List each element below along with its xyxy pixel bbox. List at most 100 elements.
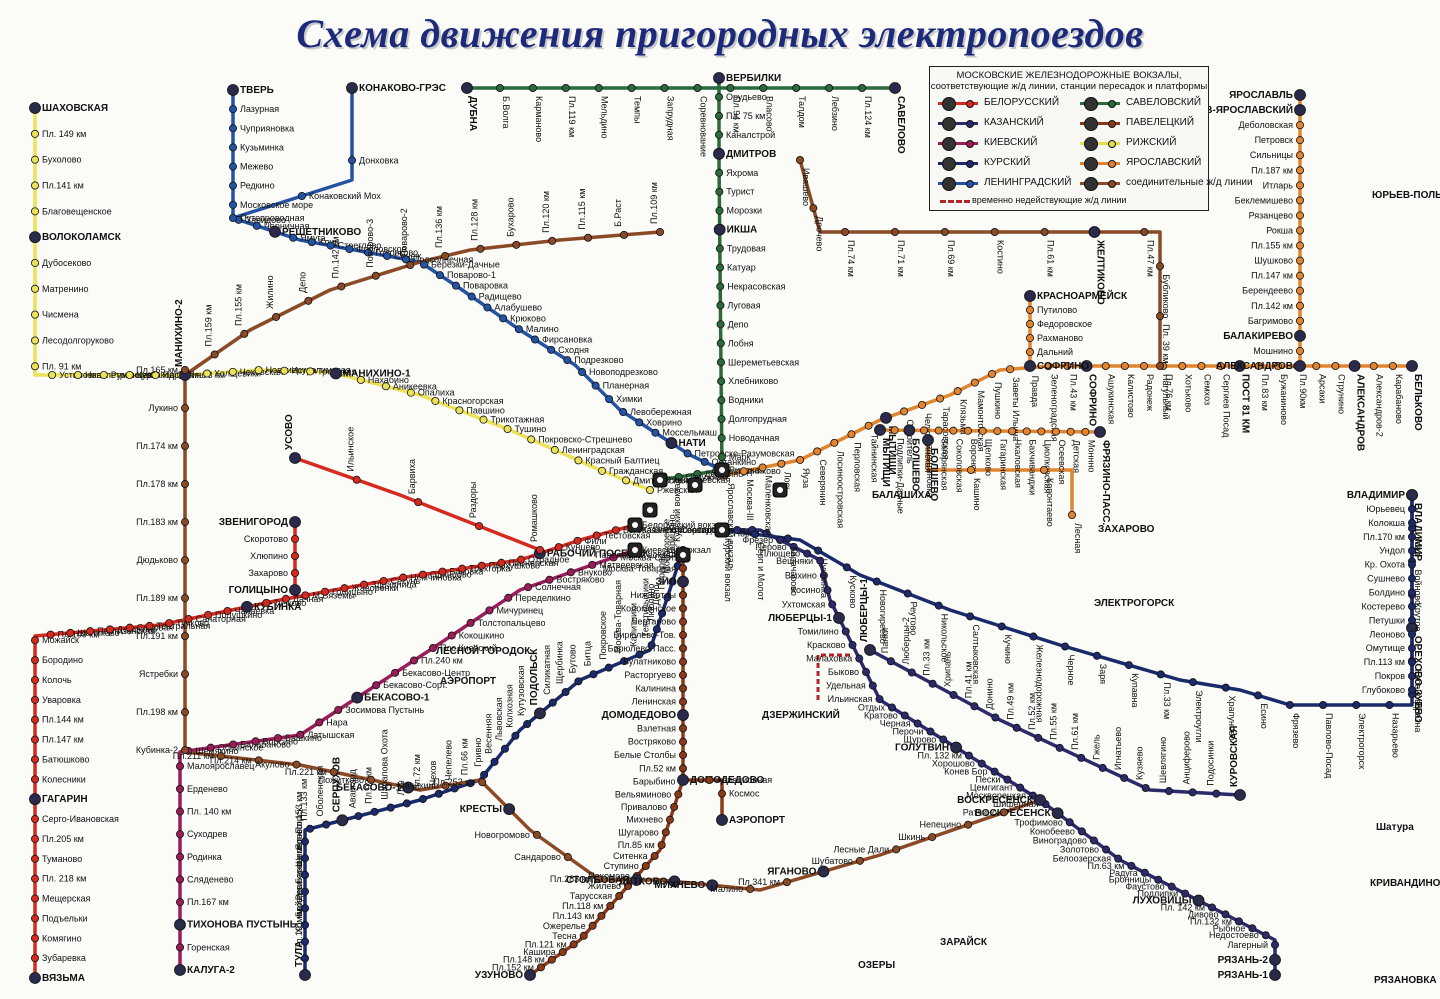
station-marker (400, 574, 407, 581)
station-marker (964, 821, 971, 828)
station-label: Сляденево (187, 874, 234, 884)
place-label: БАЛАШИХА (872, 490, 932, 501)
station-marker (904, 590, 911, 597)
station-marker (1295, 105, 1306, 116)
station-label: Поварово-1 (447, 270, 496, 280)
station-label: Пл.115 км (577, 189, 587, 230)
station-marker (524, 584, 531, 591)
station-label: ВОЛОКОЛАМСК (42, 232, 122, 243)
station-label: Пушкино (993, 382, 1003, 419)
station-label: Красный Балтиец (585, 455, 659, 465)
station-marker (1067, 428, 1074, 435)
station-label: Запрудная (666, 96, 676, 141)
station-marker (679, 765, 686, 772)
station-label: Москва-III (745, 479, 755, 520)
station-marker (1093, 652, 1100, 659)
station-label: Ерденево (187, 784, 228, 794)
station-label: ТВЕРЬ (240, 85, 274, 96)
station-label: Золотово (1060, 845, 1099, 855)
station-marker (1313, 362, 1320, 369)
station-marker (484, 304, 491, 311)
station-marker (574, 537, 581, 544)
station-marker (1408, 505, 1415, 512)
station-marker (567, 569, 574, 576)
station-marker (1296, 302, 1303, 309)
station-label: Химки (616, 394, 642, 404)
station-marker (181, 480, 188, 487)
station-label: Гривно (473, 738, 483, 767)
station-label: Б.Раст (613, 199, 623, 227)
station-label: Пл.211 км (173, 751, 214, 761)
station-label: Пл.214 км (210, 755, 252, 765)
terminal-hub-core (657, 477, 663, 483)
station-marker (856, 655, 863, 662)
station-marker (537, 964, 544, 971)
station-marker (1000, 809, 1007, 816)
station-label: Покровское (598, 611, 608, 660)
station-marker (893, 846, 900, 853)
station-marker (536, 546, 543, 553)
station-marker (478, 562, 485, 569)
station-label: Ратчино (963, 807, 997, 817)
station-marker (717, 359, 724, 366)
station-label: БЕЛЬКОВО (1412, 374, 1423, 431)
station-label: Московское море (240, 200, 313, 210)
station-marker (971, 703, 978, 710)
station-label: Бухарово (505, 198, 515, 237)
station-label: Лазурная (240, 104, 279, 114)
station-marker (323, 821, 330, 828)
station-label: Железнодорожная (1034, 645, 1044, 723)
station-marker (229, 106, 236, 113)
station-label: СОФРИНО (1037, 361, 1089, 372)
station-label: Яхрома (726, 168, 758, 178)
station-label: МИХНЕВО (654, 880, 705, 891)
station-label: Алабушево (494, 302, 542, 312)
station-label: Переделкино (515, 593, 570, 603)
station-label: Уваровка (42, 695, 81, 705)
station-label: Сушнево (1367, 574, 1405, 584)
station-label: Арсаки (1317, 374, 1327, 403)
station-label: АЛЕКСАНДРОВ (1355, 374, 1366, 451)
station-marker (1271, 941, 1278, 948)
station-label: Купавна (1130, 673, 1140, 707)
station-label: Пл.121 км (525, 939, 567, 949)
station-marker (562, 688, 569, 695)
station-marker (491, 758, 498, 765)
station-label: Ильинская (828, 694, 873, 704)
station-marker (360, 581, 367, 588)
station-marker (549, 237, 556, 244)
station-label: БЕКАСОВО-1 (336, 783, 402, 794)
station-label: Костино (996, 240, 1006, 274)
station-marker (229, 163, 236, 170)
station-marker (605, 664, 612, 671)
station-label: Катуар (727, 263, 756, 273)
station-label: ЖЕЛТИКОВО (1094, 239, 1105, 305)
station-marker (298, 192, 305, 199)
station-marker (717, 815, 728, 826)
station-label: Пл.142 км (330, 237, 340, 279)
station-marker (467, 619, 474, 626)
station-marker (1078, 828, 1085, 835)
station-marker (1026, 334, 1033, 341)
station-marker (1296, 122, 1303, 129)
station-marker (716, 169, 723, 176)
station-marker (964, 427, 971, 434)
station-label: Хлюпино (250, 551, 288, 561)
station-label: Талдом (797, 96, 807, 128)
station-label: Хлебниково (728, 376, 778, 386)
station-label: Булатниково (623, 657, 676, 667)
station-marker (966, 613, 973, 620)
station-marker (891, 427, 898, 434)
station-marker (1068, 511, 1075, 518)
station-label: Ашукинская (1107, 374, 1117, 424)
station-label: Ухтомская (782, 599, 826, 609)
station-marker (679, 591, 686, 598)
station-label: Пл.191 км (136, 631, 178, 641)
legend-label: соединительные ж/д линии (1126, 177, 1253, 188)
station-label: Заря (1098, 664, 1108, 684)
station-label: Ленинградская (562, 445, 625, 455)
station-marker (666, 816, 673, 823)
station-marker (498, 559, 505, 566)
station-marker (505, 594, 512, 601)
station-marker (31, 835, 38, 842)
